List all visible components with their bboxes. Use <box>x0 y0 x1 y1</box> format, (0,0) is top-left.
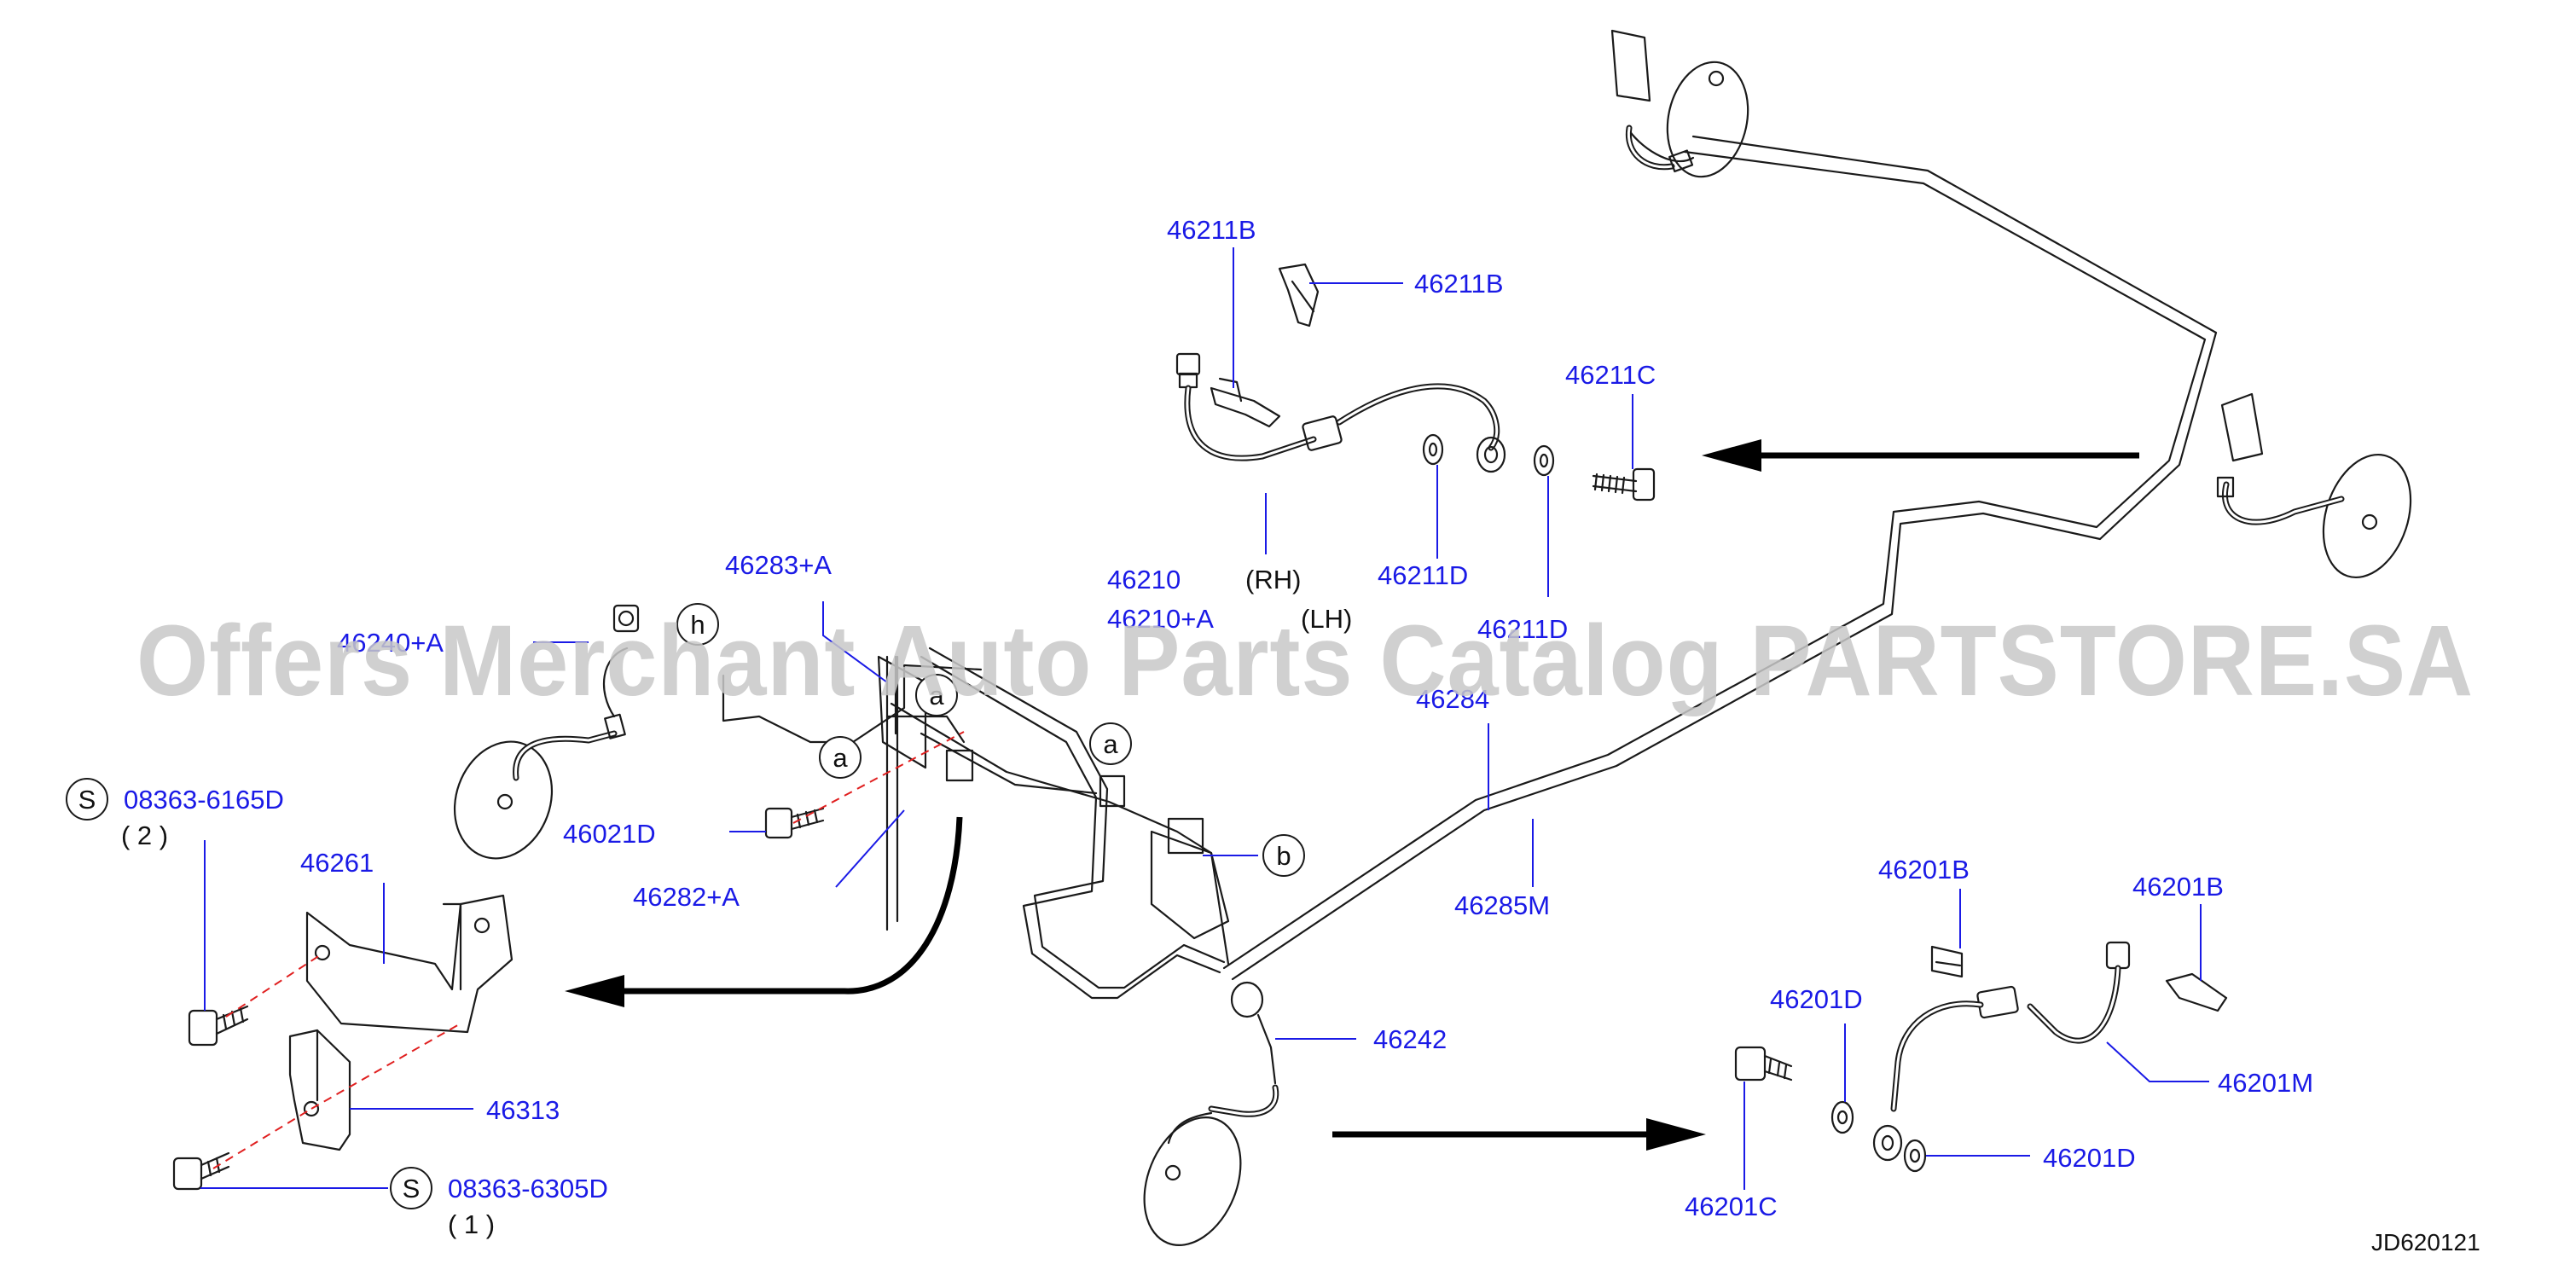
label-08363-6305d[interactable]: 08363-6305D <box>448 1174 608 1203</box>
callout-a-1: a <box>915 674 958 716</box>
label-46282a[interactable]: 46282+A <box>633 882 740 912</box>
arrow-to-rear-hose <box>1332 1118 1706 1151</box>
callout-b: b <box>1262 834 1305 877</box>
bracket-46313 <box>288 1029 351 1151</box>
bracket-upper-left <box>877 655 927 769</box>
front-left-brake-assembly <box>453 604 640 860</box>
bolt-08363-6165d <box>188 1005 249 1047</box>
clip-46201b-a <box>1930 945 1964 978</box>
junction-block <box>945 749 1230 940</box>
washer-46201d-b <box>1903 1139 1927 1173</box>
washer-46201d-a <box>1830 1100 1854 1134</box>
label-46210a[interactable]: 46210+A <box>1107 604 1214 634</box>
label-46240a[interactable]: 46240+A <box>337 628 444 658</box>
alignment-line-3 <box>310 1023 461 1110</box>
label-46201b-a[interactable]: 46201B <box>1878 855 1970 884</box>
bracket-46261 <box>305 894 513 1034</box>
alignment-line-2 <box>212 1108 312 1169</box>
washer-46211d-a <box>1422 433 1444 466</box>
svg-text:a: a <box>929 681 944 710</box>
brake-hose-46201m <box>1872 941 2131 1162</box>
clip-46211b-hose <box>1210 377 1281 428</box>
callout-a-3: a <box>1089 722 1132 765</box>
svg-text:S: S <box>78 785 96 815</box>
alignment-line-4 <box>792 731 965 824</box>
callout-a-2: a <box>819 736 862 779</box>
label-46285m[interactable]: 46285M <box>1454 890 1550 920</box>
clip-46211b-loose <box>1278 263 1320 328</box>
rear-left-brake-assembly <box>1610 29 1749 178</box>
label-46211b-b[interactable]: 46211B <box>1414 269 1504 299</box>
bolt-08363-6305d <box>172 1151 230 1191</box>
label-46201b-b[interactable]: 46201B <box>2132 872 2224 902</box>
brake-hose-46242 <box>1208 981 1279 1117</box>
label-46021d[interactable]: 46021D <box>563 819 656 849</box>
label-46201d-b[interactable]: 46201D <box>2043 1143 2136 1173</box>
brake-pipe-46282a <box>885 655 966 931</box>
brake-hose-46210 <box>1175 352 1506 473</box>
label-46261[interactable]: 46261 <box>300 848 374 878</box>
bolt-46211c <box>1592 467 1656 502</box>
label-46210-rh: (RH) <box>1245 565 1301 594</box>
label-08363-6165d-qty: ( 2 ) <box>121 821 168 850</box>
bolt-46021d <box>764 807 825 839</box>
label-46210[interactable]: 46210 <box>1107 565 1181 594</box>
label-46211d-b[interactable]: 46211D <box>1477 614 1568 644</box>
svg-text:a: a <box>833 743 848 773</box>
svg-text:h: h <box>690 610 705 640</box>
label-46211b-a[interactable]: 46211B <box>1167 215 1256 245</box>
leader-lines <box>200 247 2209 1190</box>
rear-drum-lower <box>1143 1111 1242 1246</box>
svg-text:b: b <box>1276 841 1291 871</box>
arrow-to-front-hose <box>1702 439 2139 472</box>
label-46284[interactable]: 46284 <box>1416 684 1489 714</box>
label-46211c[interactable]: 46211C <box>1565 360 1656 390</box>
clip-46201b-b <box>2165 972 2228 1012</box>
svg-text:S: S <box>403 1174 421 1203</box>
label-46201c[interactable]: 46201C <box>1685 1192 1778 1221</box>
arrow-to-bracket <box>565 816 963 1007</box>
callout-s-2: S <box>390 1167 432 1209</box>
callout-s-1: S <box>66 778 108 821</box>
label-46211d-a[interactable]: 46211D <box>1378 560 1468 590</box>
svg-text:a: a <box>1103 729 1118 759</box>
diagram-code: JD620121 <box>2371 1229 2480 1256</box>
washer-46211d-b <box>1533 444 1555 477</box>
callout-h: h <box>676 603 719 646</box>
label-46242[interactable]: 46242 <box>1373 1024 1447 1054</box>
label-46283a[interactable]: 46283+A <box>725 550 832 580</box>
rear-right-brake-assembly <box>2216 392 2412 579</box>
alignment-line-1 <box>225 954 321 1018</box>
label-08363-6305d-qty: ( 1 ) <box>448 1209 495 1239</box>
label-46210a-lh: (LH) <box>1301 604 1352 634</box>
label-46201d-a[interactable]: 46201D <box>1770 984 1863 1014</box>
brake-pipe-46284 <box>1222 135 2218 981</box>
bolt-46201c <box>1734 1046 1793 1082</box>
label-46313[interactable]: 46313 <box>486 1095 560 1125</box>
watermark-text: Offers Merchant Auto Parts Catalog PARTS… <box>136 605 2474 717</box>
label-08363-6165d[interactable]: 08363-6165D <box>124 785 284 815</box>
label-46201m[interactable]: 46201M <box>2218 1068 2313 1098</box>
